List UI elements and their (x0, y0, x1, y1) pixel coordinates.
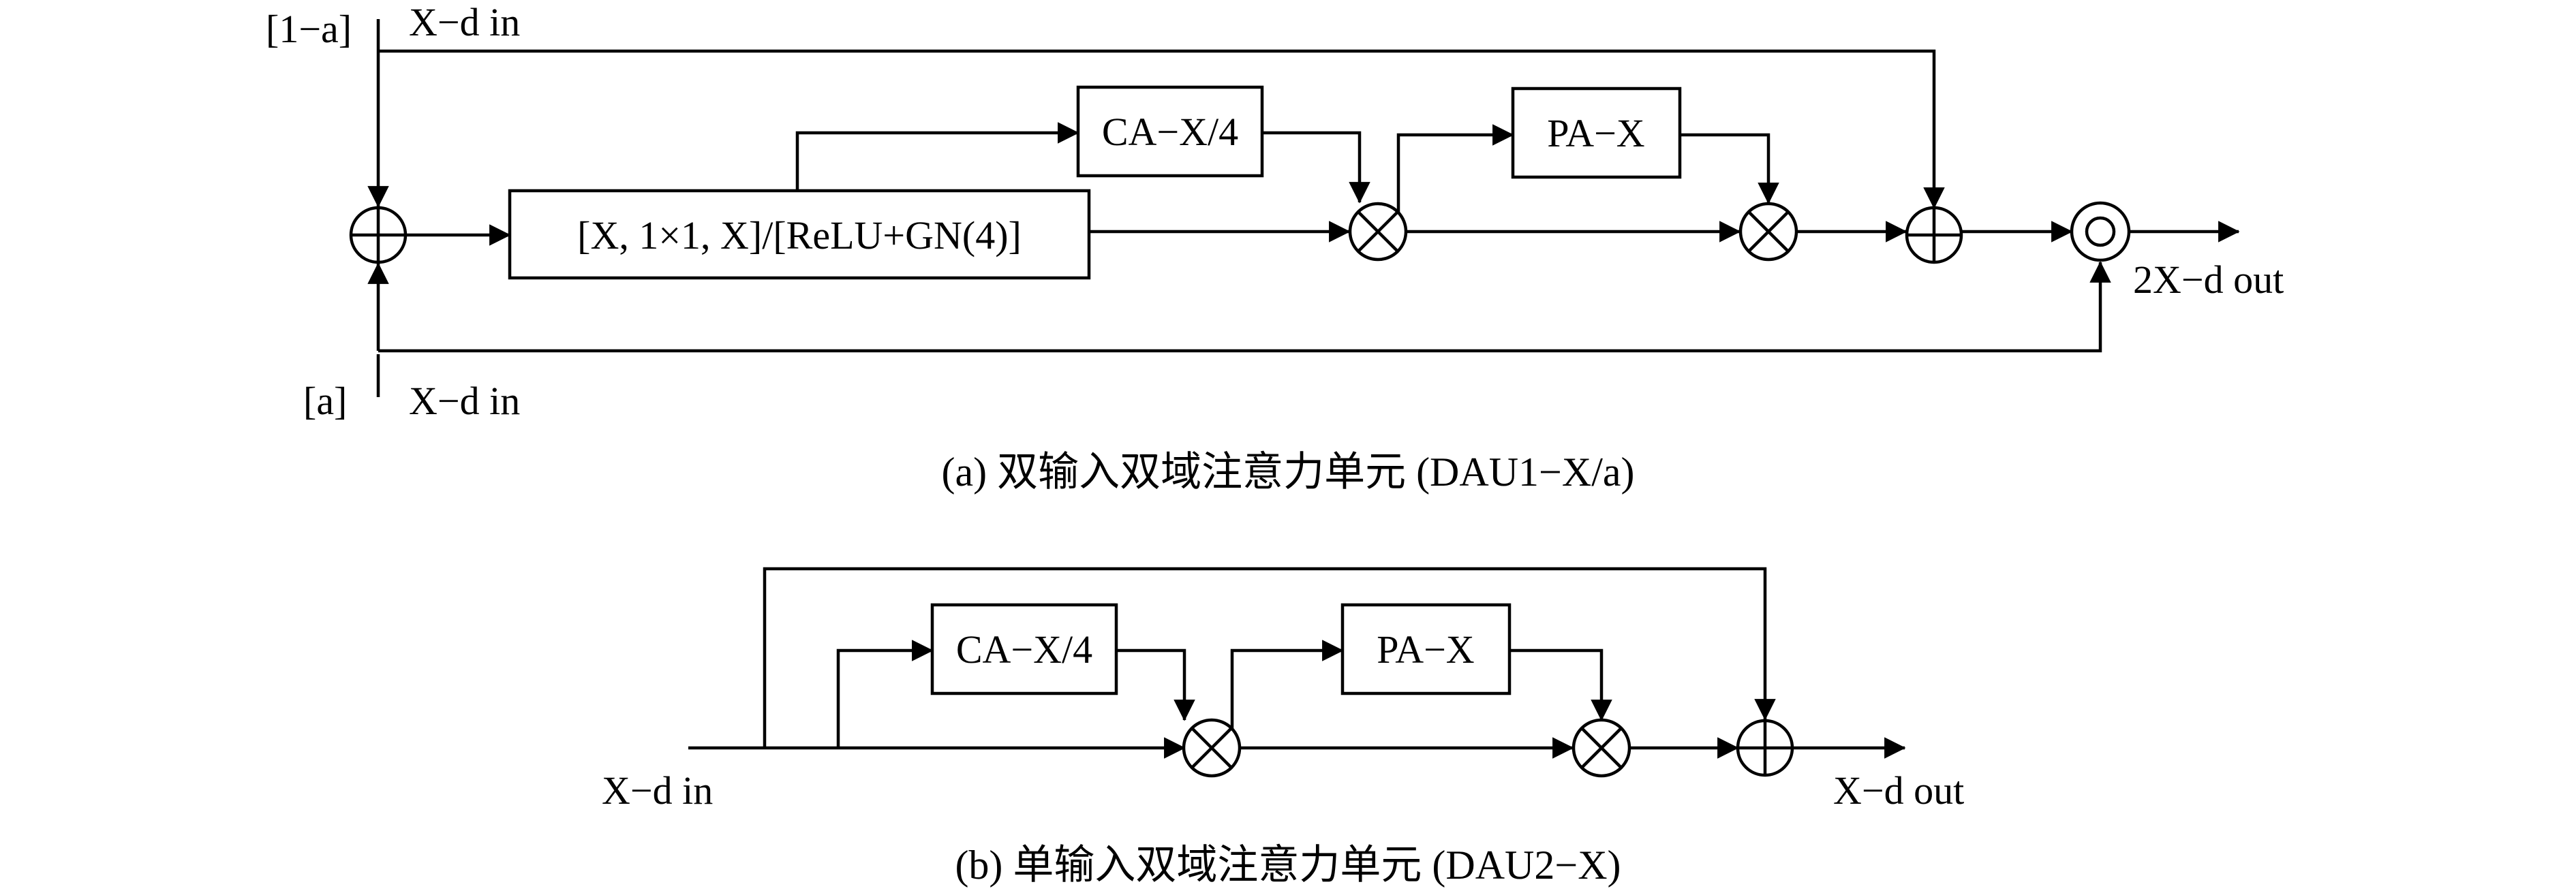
pa-block-b (1340, 603, 1512, 695)
mul-node-2 (1738, 202, 1798, 262)
diagram-a: [1−a] X−d in [a] X−d in [X, 1×1, X]/[ReL… (266, 0, 2284, 495)
pa-block-b-label: PA−X (1377, 627, 1474, 672)
pa-block-a (1511, 87, 1682, 179)
mul-to-pa-wire (1396, 124, 1514, 213)
mul-to-pa-wire-b (1230, 640, 1344, 729)
caption-a: (a) 双输入双域注意力单元 (DAU1−X/a) (941, 450, 1634, 495)
add-node-a (1905, 206, 1963, 264)
pa-to-mul2-wire (1680, 133, 1779, 204)
input-sum-node (349, 206, 408, 264)
ca-block-a (1076, 85, 1264, 178)
top-input-label: X−d in (409, 0, 520, 44)
mul-node-b2 (1571, 718, 1631, 778)
add-node-b (1736, 719, 1794, 777)
skip-wire-b (763, 567, 1776, 748)
conv-to-ca-wire (795, 122, 1079, 191)
diagram-b: X−d in CA−X/4 PA−X (602, 567, 1964, 888)
input-to-ca-wire-b (836, 640, 934, 748)
conv-block-label: [X, 1×1, X]/[ReLU+GN(4)] (577, 213, 1022, 257)
top-skip-wire (378, 49, 1945, 209)
conv-block (508, 189, 1091, 280)
ca-to-mul-wire (1262, 131, 1370, 204)
mul-node-1 (1348, 202, 1408, 262)
ca-to-mul-wire-b (1116, 648, 1195, 721)
output-label-b: X−d out (1833, 768, 1964, 813)
output-label-a: 2X−d out (2133, 257, 2284, 302)
ca-block-b-label: CA−X/4 (956, 627, 1092, 672)
ca-block-a-label: CA−X/4 (1102, 110, 1238, 154)
bottom-skip-wire (378, 261, 2111, 353)
pa-to-mul2-wire-b (1509, 648, 1612, 721)
bottom-input-label: X−d in (409, 379, 520, 423)
input-label-b: X−d in (602, 768, 713, 813)
bottom-input-weight: [a] (303, 379, 347, 423)
ca-block-b (930, 603, 1118, 695)
pa-block-a-label: PA−X (1547, 111, 1644, 155)
top-input-weight: [1−a] (266, 7, 352, 51)
concat-node (2070, 201, 2131, 262)
caption-b: (b) 单输入双域注意力单元 (DAU2−X) (955, 843, 1621, 888)
